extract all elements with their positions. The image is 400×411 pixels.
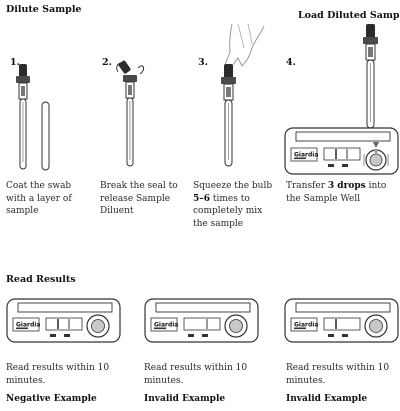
invalid-example-label-1: Invalid Example [144,394,226,404]
invalid-result-device-1: Giardia [144,298,259,343]
step-4-number: 4. [286,57,296,68]
step-1-caption: Coat the swab with a layer of sample [6,181,72,216]
step-3-number: 3. [198,57,208,68]
snap-valve-icon [116,60,145,167]
step-2-caption: Break the seal to release Sample Diluent [100,181,178,216]
step-2-number: 2. [102,57,112,68]
result-2-caption: Read results within 10 minutes. [144,363,248,386]
squeeze-hand-icon [221,23,265,167]
swab-tube-icon [16,64,50,171]
invalid-result-device-2: Giardia [284,298,399,343]
result-1-caption: Read results within 10 minutes. [6,363,110,386]
device-brand-label: Giardia [16,322,40,329]
test-device-icon: Giardia [284,127,399,175]
device-brand-label: Giardia [294,322,318,329]
dilute-sample-heading: Dilute Sample [6,4,82,15]
device-brand-label: Giardia [294,152,318,159]
step-4-caption: Transfer 3 drops into the Sample Well [286,181,387,204]
dropper-icon [363,24,378,136]
negative-example-label: Negative Example [6,394,97,404]
device-brand-label: Giardia [154,322,178,329]
read-results-heading: Read Results [6,274,76,285]
load-diluted-sample-heading: Load Diluted Sample [298,10,400,21]
step-3-caption: Squeeze the bulb 5–6 times to completely… [193,181,273,229]
negative-result-device: Giardia [6,298,121,343]
result-3-caption: Read results within 10 minutes. [286,363,390,386]
step-1-number: 1. [10,57,20,68]
invalid-example-label-2: Invalid Example [286,394,368,404]
